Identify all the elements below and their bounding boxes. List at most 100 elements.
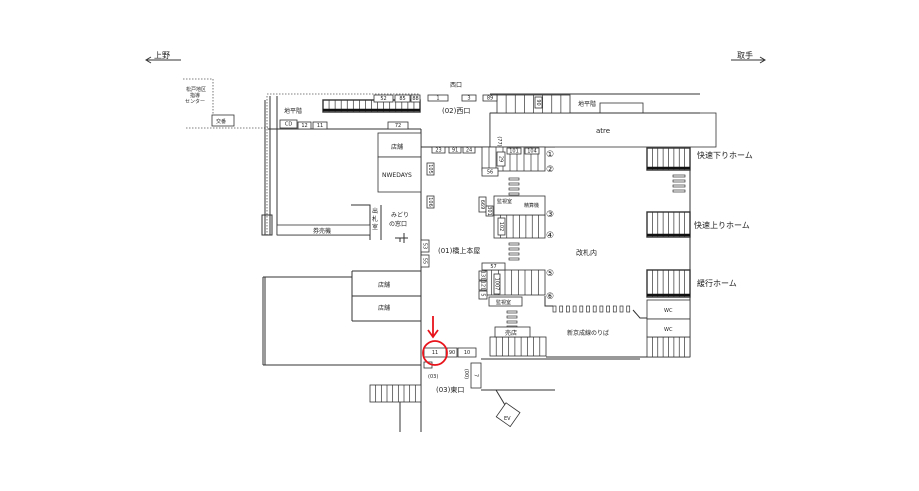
- location-code-3: 3: [461, 94, 477, 102]
- direction-ueno: 上野: [154, 51, 170, 60]
- ticket-gate: [592, 305, 597, 313]
- location-code-label: (77): [496, 136, 502, 146]
- ticket-gate: [566, 305, 570, 313]
- stairs: [322, 94, 691, 403]
- arrow-down-icon: [427, 316, 439, 339]
- location-code-label: 11: [432, 350, 438, 356]
- location-code-label: 102: [498, 222, 504, 232]
- location-code-label: 105: [427, 164, 433, 174]
- ticket-gate: [579, 305, 584, 313]
- stair-step: [508, 257, 520, 261]
- track-6: ⑥: [546, 292, 554, 302]
- west-exit-top: 西口: [450, 82, 462, 89]
- west-exit: (02)西口: [442, 107, 470, 115]
- location-code-12: 12: [297, 121, 312, 130]
- location-code-131: 131: [478, 270, 488, 281]
- location-code-11: 11: [423, 347, 447, 358]
- staircase: [489, 336, 547, 357]
- location-code-89: 89: [482, 94, 498, 102]
- location-code-label: 1: [436, 96, 439, 102]
- location-code-label: 101: [509, 149, 519, 155]
- ground-level-right: 地平階: [578, 100, 596, 108]
- location-code-10: 10: [457, 347, 477, 358]
- stair-step: [508, 247, 520, 251]
- location-code-d: CD: [279, 119, 298, 129]
- ticket-gate: [572, 305, 577, 313]
- arrow-right-icon: [731, 56, 766, 64]
- location-code-label: CD: [285, 122, 292, 128]
- location-code-90: 90: [446, 347, 458, 358]
- inside-gates: 改札内: [576, 248, 597, 257]
- track-3: ③: [546, 210, 554, 220]
- location-marker: [422, 316, 448, 366]
- location-code-88: 88: [410, 94, 421, 103]
- location-code-label: 90: [535, 99, 541, 105]
- elevator: EV: [504, 416, 511, 422]
- walls: [145, 56, 766, 432]
- location-code-24: 24: [462, 146, 476, 154]
- wc-1: WC: [664, 308, 673, 314]
- location-code-121: 121: [478, 280, 488, 291]
- direction-toride: 取手: [737, 50, 753, 60]
- arrow-left-icon: [145, 56, 181, 64]
- ticket-gate: [606, 305, 610, 313]
- newdays: NWEDAYS: [382, 172, 412, 179]
- location-code-label: 131: [479, 271, 485, 281]
- location-code-label: 85: [399, 96, 405, 102]
- ticket-office-1: 出: [372, 207, 378, 215]
- staircase: [369, 384, 422, 403]
- shop-1: 店舗: [378, 281, 390, 289]
- center-label-2: 指導: [190, 92, 200, 99]
- location-code-1007: 1007: [493, 273, 501, 295]
- main-building: (01)橋上本屋: [438, 246, 480, 255]
- staircase: [496, 94, 571, 114]
- location-code-label: 3: [467, 96, 470, 102]
- location-code-label: 669: [479, 200, 485, 210]
- kiosk: 売店: [505, 329, 517, 337]
- location-code-102: 102: [497, 217, 506, 236]
- wc-2: WC: [664, 327, 673, 333]
- location-code-105: 105: [426, 162, 435, 176]
- location-code-label: 53: [421, 243, 427, 249]
- location-code-23: 23: [431, 146, 446, 154]
- platform-rapid-down: 快速下りホーム: [697, 150, 753, 160]
- location-code-91: 91: [448, 146, 462, 154]
- stair-step: [508, 182, 520, 186]
- location-code-label: 29: [497, 156, 503, 162]
- shop-top: 店舗: [391, 143, 403, 151]
- location-code-106: 106: [426, 195, 435, 209]
- ticket-gate: [619, 305, 624, 313]
- location-code-label: 56: [487, 170, 493, 176]
- ticket-gate: [559, 305, 564, 313]
- location-code-56: 56: [481, 167, 499, 177]
- location-code-55: 55: [420, 254, 430, 268]
- track-5: ⑤: [546, 269, 554, 279]
- stair-step: [672, 184, 686, 188]
- track-1: ①: [546, 150, 554, 160]
- location-code-label: 89: [487, 96, 493, 102]
- location-code-7: 7: [470, 362, 482, 389]
- platform-rapid-up: 快速上りホーム: [694, 220, 750, 230]
- location-code-669: 669: [478, 196, 487, 213]
- track-4: ④: [546, 231, 554, 241]
- location-code-85: 85: [394, 94, 411, 103]
- location-code-label: 88: [412, 96, 418, 102]
- east-exit: (03)東口: [436, 385, 464, 394]
- staircase: [646, 211, 691, 238]
- location-code-label: 11: [317, 123, 323, 129]
- monitor-room-2: 監視室: [496, 299, 511, 306]
- center-label-1: 松戸地区: [186, 86, 206, 93]
- location-code-label: 72: [395, 123, 401, 129]
- ticket-gate: [599, 305, 604, 313]
- stair-step: [506, 315, 518, 319]
- location-code-label: 23: [435, 148, 441, 154]
- atre-label: atre: [596, 127, 610, 135]
- stair-step: [672, 174, 686, 178]
- ticket-office-2: 札: [372, 215, 378, 223]
- location-code-72: 72: [387, 121, 409, 130]
- location-code-52: 52: [373, 94, 394, 103]
- location-code-77: (77): [496, 136, 502, 146]
- location-code-label: 52: [380, 96, 386, 102]
